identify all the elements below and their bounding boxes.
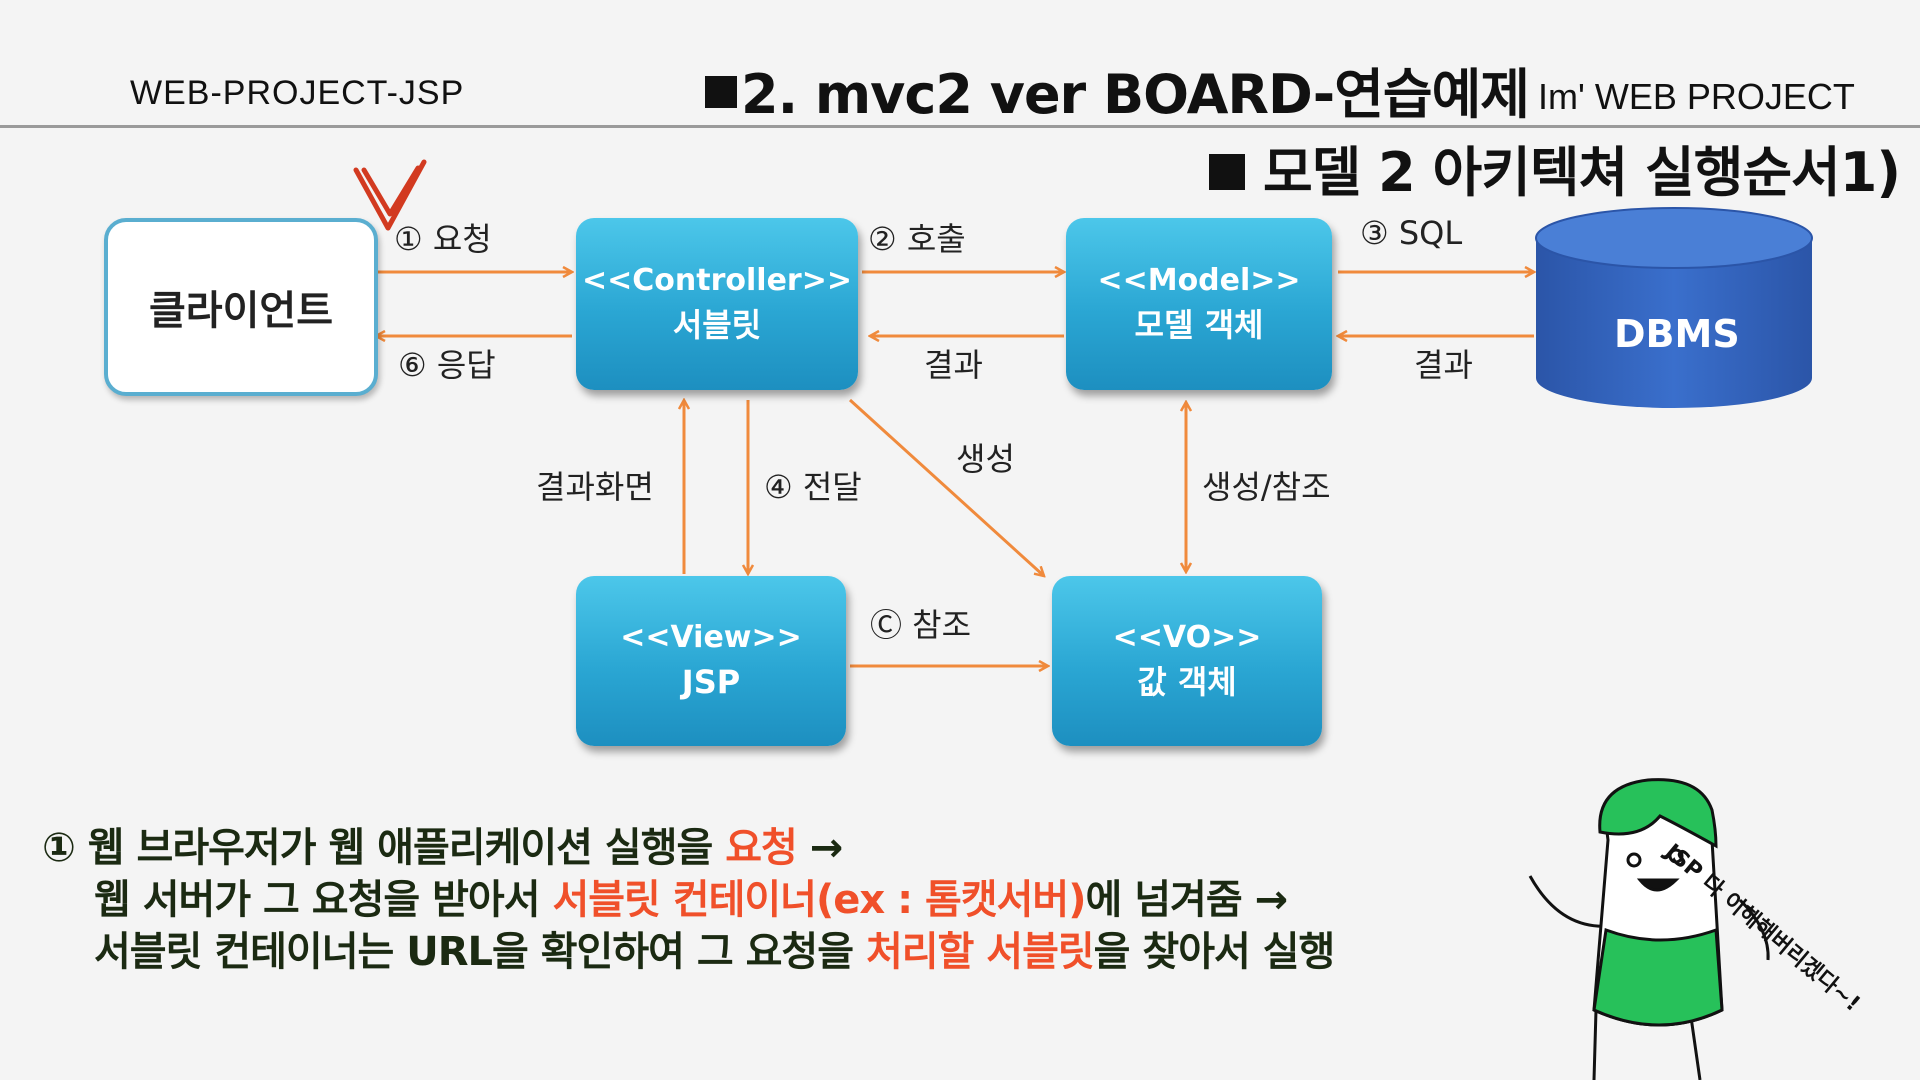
square-bullet-icon	[705, 76, 737, 109]
highlight-handling-servlet: 처리할 서블릿	[865, 929, 1095, 975]
label-request: ① 요청	[394, 220, 492, 258]
model-box: <<Model>> 모델 객체	[1066, 218, 1332, 390]
label-ref: Ⓒ 참조	[870, 606, 972, 644]
explanation-line-1-arrow: →	[796, 825, 844, 871]
explanation-line-2-end: 에 넘겨줌 →	[1085, 877, 1289, 923]
label-forward: ④ 전달	[764, 468, 862, 506]
label-result-db: 결과	[1414, 346, 1473, 384]
explanation-line-2-text: 웹 서버가 그 요청을 받아서	[94, 877, 553, 923]
explanation-line-1-text: ① 웹 브라우저가 웹 애플리케이션 실행을	[42, 825, 726, 871]
highlight-request: 요청	[725, 825, 798, 871]
character-mascot-icon	[1528, 778, 1770, 1080]
check-mark-icon	[353, 159, 427, 231]
slide-subtitle-text: 모델 2 아키텍쳐 실행순서1)	[1262, 141, 1901, 204]
square-bullet-icon	[1208, 154, 1245, 191]
controller-name: 서블릿	[672, 306, 762, 344]
arrow-create	[848, 398, 1044, 576]
slide-subtitle: 모델 2 아키텍쳐 실행순서1)	[1208, 128, 1901, 207]
label-call: ② 호출	[868, 220, 966, 258]
view-name: JSP	[681, 663, 741, 701]
vo-stereotype: <<VO>>	[1112, 620, 1262, 655]
dbms-label: DBMS	[1614, 312, 1740, 356]
model-stereotype: <<Model>>	[1097, 263, 1301, 298]
highlight-servlet-container: 서블릿 컨테이너(ex : 톰캣서버)	[552, 877, 1086, 923]
client-box: 클라이언트	[104, 218, 378, 396]
client-label: 클라이언트	[149, 288, 333, 334]
explanation-line-3: 서블릿 컨테이너는 URL을 확인하여 그 요청을 처리할 서블릿을 찾아서 실…	[42, 926, 1336, 978]
header-project-label: WEB-PROJECT-JSP	[130, 74, 465, 112]
vo-box: <<VO>> 값 객체	[1052, 576, 1322, 746]
explanation-line-1: ① 웹 브라우저가 웹 애플리케이션 실행을 요청 →	[42, 822, 1334, 874]
explanation-line-2: 웹 서버가 그 요청을 받아서 서블릿 컨테이너(ex : 톰캣서버)에 넘겨줌…	[42, 874, 1334, 926]
label-create-ref: 생성/참조	[1202, 468, 1331, 506]
slide-title: 2. mvc2 ver BOARD-연습예제	[705, 50, 1530, 129]
slide-title-text: 2. mvc2 ver BOARD-연습예제	[741, 63, 1530, 126]
header-divider	[0, 125, 1920, 128]
label-response: ⑥ 응답	[398, 346, 496, 384]
vo-name: 값 객체	[1137, 663, 1237, 701]
view-stereotype: <<View>>	[620, 620, 802, 655]
label-create: 생성	[956, 440, 1015, 478]
controller-box: <<Controller>> 서블릿	[576, 218, 858, 390]
explanation-text: ① 웹 브라우저가 웹 애플리케이션 실행을 요청 → 웹 서버가 그 요청을 …	[42, 822, 1336, 978]
view-box: <<View>> JSP	[576, 576, 846, 746]
controller-stereotype: <<Controller>>	[582, 263, 852, 298]
header-brand-label: Im' WEB PROJECT	[1538, 76, 1855, 117]
explanation-line-3-end: 을 찾아서 실행	[1093, 929, 1336, 975]
explanation-line-3-text: 서블릿 컨테이너는 URL을 확인하여 그 요청을	[94, 929, 866, 975]
label-result-screen: 결과화면	[536, 468, 654, 506]
label-result-model: 결과	[924, 346, 983, 384]
model-name: 모델 객체	[1134, 306, 1264, 344]
label-sql: ③ SQL	[1360, 214, 1463, 252]
dbms-cylinder-icon	[1535, 207, 1813, 408]
